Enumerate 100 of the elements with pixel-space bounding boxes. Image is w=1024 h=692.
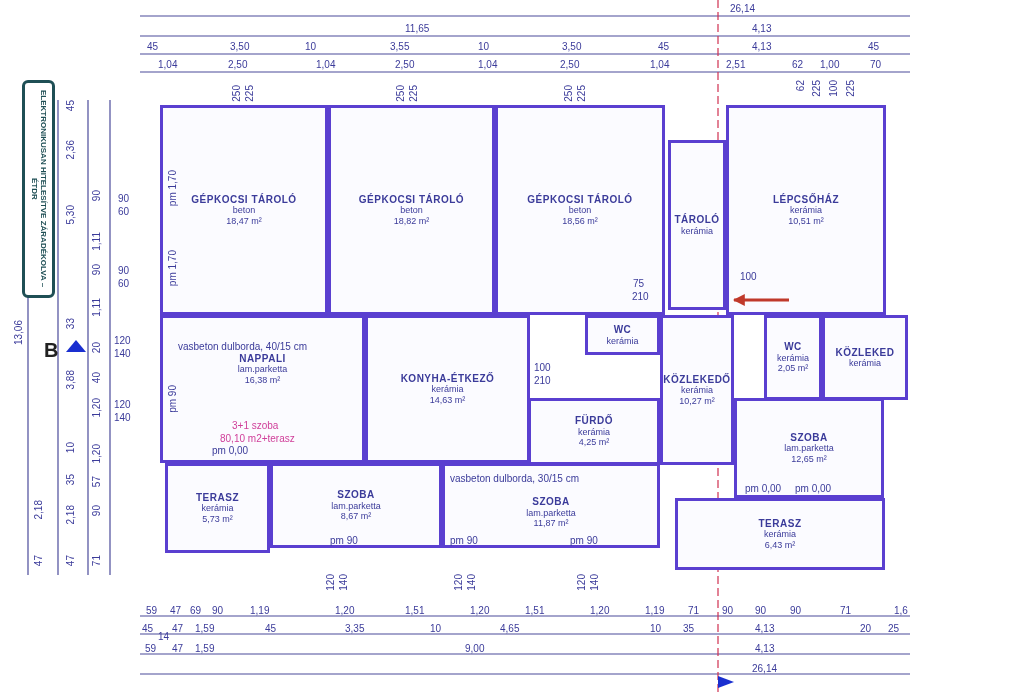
- stamp-label: ELEKTRONIKUSAN HITELESÍTVE ZÁRADÉKOLVA – ÉTDR: [22, 80, 56, 298]
- dimension-text: 3,35: [345, 624, 365, 634]
- dimension-text: 3,88: [66, 370, 76, 390]
- dimension-text: 10: [430, 624, 442, 634]
- dimension-text: 10: [478, 42, 490, 52]
- room-info: lam.parketta: [526, 507, 576, 519]
- dimension-text: 1,20: [92, 444, 102, 464]
- dimension-text: 14: [158, 632, 170, 642]
- dimension-text: 62: [792, 60, 804, 70]
- dimension-text: 2,50: [395, 60, 415, 70]
- room-name: SZOBA: [337, 489, 375, 501]
- dimension-text: 26,14: [752, 664, 778, 674]
- dimension-text: 4,13: [755, 624, 775, 634]
- dimension-text: 90: [755, 606, 767, 616]
- dimension-text: 4,13: [752, 24, 772, 34]
- room-info: lam.parketta: [784, 443, 834, 454]
- dimension-text: 120: [454, 574, 464, 591]
- dimension-text: 2,18: [66, 505, 76, 525]
- room-name: LÉPCSŐHÁZ: [772, 193, 840, 206]
- dimension-text: 3,55: [390, 42, 410, 52]
- room-name: GÉPKOCSI TÁROLÓ: [191, 193, 297, 206]
- dimension-text: 120: [114, 336, 131, 346]
- room-info: 10,27 m²: [679, 395, 715, 407]
- dimension-text: 47: [172, 644, 184, 654]
- dimension-text: 210: [534, 376, 551, 386]
- dimension-text: 47: [170, 606, 182, 616]
- room-info: kerámia: [578, 426, 610, 438]
- dimension-text: 60: [118, 207, 130, 217]
- room-name: TERASZ: [196, 491, 239, 504]
- dimension-text: 10: [650, 624, 662, 634]
- dimension-text: 1,20: [335, 606, 355, 616]
- room-name: WC: [613, 324, 632, 336]
- dimension-text: 69: [190, 606, 202, 616]
- dimension-text: pm 90: [450, 536, 478, 546]
- room-name: KÖZLEKEDŐ: [663, 373, 731, 386]
- dimension-text: 47: [172, 624, 184, 634]
- dimension-text: 100: [740, 272, 757, 282]
- room-outline: [165, 463, 270, 553]
- dimension-text: 210: [632, 292, 649, 302]
- dimension-text: 45: [66, 100, 76, 112]
- dimension-text: 90: [212, 606, 224, 616]
- room-outline: [585, 315, 660, 355]
- dimension-text: 90: [722, 606, 734, 616]
- dimension-text: 1,19: [250, 606, 270, 616]
- dimension-text: 1,51: [525, 606, 545, 616]
- dimension-text: 35: [66, 474, 76, 486]
- dimension-text: 20: [860, 624, 872, 634]
- dimension-text: 1,04: [158, 60, 178, 70]
- dimension-text: 90: [118, 194, 130, 204]
- dimension-text: 70: [870, 60, 882, 70]
- dimension-text: 120: [114, 400, 131, 410]
- dimension-text: pm 0,00: [745, 484, 782, 494]
- dimension-text: pm 1,70: [168, 250, 178, 287]
- dimension-text: 1,51: [405, 606, 425, 616]
- room-name: WC: [784, 341, 802, 353]
- dimension-text: 2,18: [34, 500, 44, 520]
- dimension-text: 1,11: [92, 298, 102, 317]
- dimension-text: 45: [658, 42, 670, 52]
- room-info: 11,87 m²: [533, 518, 569, 529]
- room-info: beton: [400, 205, 423, 216]
- dimension-text: 71: [92, 555, 102, 567]
- dimension-text: 100: [534, 363, 551, 373]
- room-info: kerámia: [681, 385, 713, 396]
- room-info: kerámia: [681, 225, 713, 236]
- dimension-text: pm 90: [168, 385, 178, 413]
- room-info: kerámia: [849, 358, 881, 369]
- room-outline: [675, 498, 885, 570]
- dimension-text: 4,65: [500, 624, 520, 634]
- dimension-text: 47: [66, 555, 76, 567]
- apartment-note: 80,10 m2+terasz: [220, 434, 295, 444]
- room-info: kerámia: [431, 384, 464, 395]
- dimension-text: 90: [118, 266, 130, 276]
- dimension-text: 26,14: [730, 4, 756, 14]
- room-outline: [495, 105, 665, 315]
- dimension-text: 140: [339, 574, 349, 591]
- room-info: 4,25 m²: [578, 437, 610, 448]
- dimension-text: 47: [34, 555, 44, 567]
- dimension-text: vasbeton dulborda, 30/15 cm: [450, 474, 579, 484]
- dimension-text: 1,59: [195, 624, 215, 634]
- room-outline: [734, 398, 884, 498]
- room-info: 18,82 m²: [393, 215, 430, 227]
- room-name: NAPPALI: [239, 352, 286, 365]
- dimension-text: 71: [688, 606, 700, 616]
- dimension-text: 1,6: [894, 606, 908, 616]
- room-outline: [726, 105, 886, 315]
- dimension-text: 9,00: [465, 644, 485, 654]
- room-name: KONYHA-ÉTKEZŐ: [400, 372, 495, 385]
- dimension-text: 71: [840, 606, 852, 616]
- dimension-text: 2,50: [228, 60, 248, 70]
- section-mark: B: [44, 340, 59, 360]
- dimension-text: 45: [265, 624, 277, 634]
- dimension-text: 11,65: [405, 24, 430, 34]
- dimension-text: 90: [92, 264, 102, 276]
- dimension-text: 1,04: [478, 60, 498, 70]
- dimension-text: 3,50: [230, 42, 250, 52]
- room-outline: [668, 140, 726, 310]
- dimension-text: 1,04: [650, 60, 670, 70]
- dimension-text: 40: [92, 372, 102, 384]
- dimension-text: 1,19: [645, 606, 665, 616]
- room-info: 16,38 m²: [244, 374, 281, 386]
